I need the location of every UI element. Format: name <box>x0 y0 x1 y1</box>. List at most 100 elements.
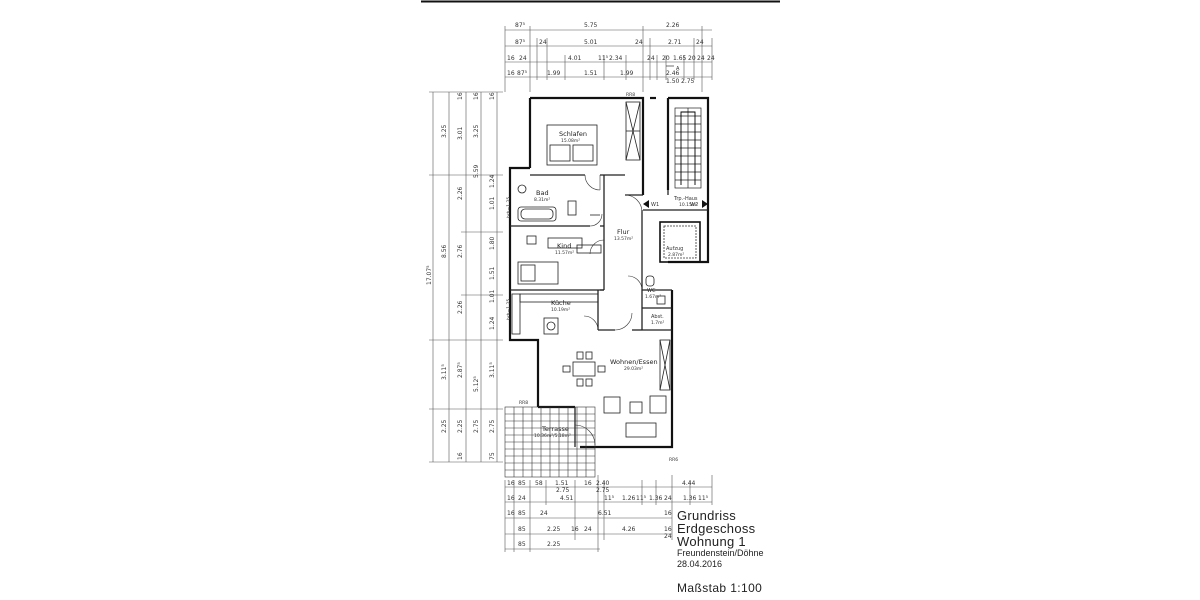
dim-top-3-a: 16 <box>507 55 515 62</box>
dim-left-2-d: 2.25 <box>441 419 448 433</box>
dim-left-4-c: 5.12⁵ <box>473 376 480 392</box>
dim-bot-1-f: 2.40 <box>596 480 610 487</box>
dining-table <box>562 351 606 387</box>
top-dimension-chains <box>504 26 713 92</box>
rr-label-3: RR8 <box>519 400 528 406</box>
dim-bot-5-d: 24 <box>584 526 592 533</box>
dim-bot-4-e: 16 <box>664 510 672 517</box>
staircase <box>674 107 702 189</box>
dim-bot-5-e: 4.26 <box>622 526 636 533</box>
title-date: 28.04.2016 <box>677 559 723 569</box>
dim-left-5-f: 1.24 <box>489 316 496 330</box>
dim-top-4-a: 16 <box>507 70 515 77</box>
dim-top-2-d: 24 <box>635 39 643 46</box>
dim-bot-5-a: 85 <box>518 526 526 533</box>
rr-label-2: RR6 <box>669 457 678 463</box>
dim-bot-3-e: 1.26 <box>622 495 636 502</box>
dim-left-5-e: 1.01 <box>489 289 496 303</box>
dim-bot-6-a: 85 <box>518 541 526 548</box>
bathtub <box>517 184 600 222</box>
room-aufzug-area: 2.87m² <box>668 252 684 258</box>
room-kueche-area: 10.19m² <box>551 307 570 313</box>
exterior-walls <box>508 96 710 449</box>
dim-left-5-j: 16 <box>489 92 496 100</box>
dim-bot-4-b: 85 <box>518 510 526 517</box>
dim-top-3-k: 24 <box>707 55 715 62</box>
room-wohnen-area: 29.03m² <box>624 366 643 372</box>
room-flur-name: Flur <box>617 228 630 236</box>
dim-bot-4-a: 16 <box>507 510 515 517</box>
dim-bot-1-a: 16 <box>507 480 515 487</box>
dim-left-4-b: 5.59 <box>473 164 480 178</box>
dim-top-1-b: 5.75 <box>584 22 598 29</box>
dim-left-5-a: 1.24 <box>489 174 496 188</box>
room-kueche-name: Küche <box>551 299 571 307</box>
brh-label-2: brh=1.25 <box>506 299 512 320</box>
w1-label: W1 <box>651 202 659 208</box>
room-kind-name: Kind <box>557 242 571 250</box>
dim-top-3-h: 1.65 <box>673 55 687 62</box>
room-trp-haus-area: 10.15m² <box>679 202 698 208</box>
dim-left-3-a: 3.01 <box>457 126 464 140</box>
dim-top-2-a: 87⁵ <box>515 39 526 46</box>
dim-bot-2-b: 2.75 <box>596 487 610 494</box>
left-dimension-texts: 17.07⁵ 3.25 8.56 3.11⁵ 2.25 3.01 2.26 2.… <box>426 92 496 460</box>
dim-left-3-b: 2.26 <box>457 186 464 200</box>
room-bad-area: 8.31m² <box>534 197 550 203</box>
dim-bot-5-c: 16 <box>571 526 579 533</box>
kids-room-furniture <box>517 235 602 285</box>
rr-label-1: RR8 <box>626 92 635 98</box>
dim-bot-1-d: 1.51 <box>555 480 569 487</box>
room-schlafen-area: 15.08m² <box>561 138 580 144</box>
dim-left-3-c: 2.76 <box>457 244 464 258</box>
dim-top-3-g: 20 <box>662 55 670 62</box>
dim-top-2-e: 2.71 <box>668 39 682 46</box>
room-schlafen-name: Schlafen <box>559 130 587 138</box>
dim-top-3-c: 4.01 <box>568 55 582 62</box>
dim-bot-2-a: 2.75 <box>556 487 570 494</box>
room-labels: Schlafen 15.08m² Bad 8.31m² Kind 11.57m²… <box>534 130 698 439</box>
door-swings <box>574 174 643 446</box>
dim-left-3-d: 2.26 <box>457 300 464 314</box>
dim-top-3-i: 20 <box>688 55 696 62</box>
room-wc-area: 1.67m² <box>645 294 661 300</box>
dim-bot-3-c: 4.51 <box>560 495 574 502</box>
wardrobe <box>625 101 641 161</box>
room-bad-name: Bad <box>536 189 549 197</box>
dim-top-4-b: 87⁵ <box>517 70 528 77</box>
dim-left-5-g: 3.11⁵ <box>489 362 496 378</box>
dim-top-4-g: 1.50 <box>666 78 680 85</box>
dim-top-3-j: 24 <box>697 55 705 62</box>
dim-left-4-e: 16 <box>473 92 480 100</box>
dim-bot-4-c: 24 <box>540 510 548 517</box>
dim-bot-1-b: 85 <box>518 480 526 487</box>
room-abst-area: 1.7m² <box>651 320 665 326</box>
wall-markers: W1 W2 <box>643 200 708 208</box>
dim-left-2-b: 8.56 <box>441 244 448 258</box>
dim-bot-3-a: 16 <box>507 495 515 502</box>
room-wc-name: WC <box>647 288 656 294</box>
dim-left-2-c: 3.11⁵ <box>441 364 448 380</box>
dim-top-3-b: 24 <box>519 55 527 62</box>
dim-bot-5-f: 16 <box>664 526 672 533</box>
dim-top-3-d: 11⁵ <box>598 55 609 62</box>
title-block: Grundriss Erdgeschoss Wohnung 1 Freunden… <box>677 509 764 595</box>
dim-left-4-d: 2.75 <box>473 419 480 433</box>
dim-left-3-f: 2.25 <box>457 419 464 433</box>
dim-bot-1-c: 58 <box>535 480 543 487</box>
dim-left-5-d: 1.51 <box>489 266 496 280</box>
wc-fixtures <box>645 275 666 305</box>
dim-bot-3-d: 11⁵ <box>604 495 615 502</box>
dim-top-2-b: 24 <box>539 39 547 46</box>
w2-label: W2 <box>690 202 698 208</box>
elevator-shaft <box>659 221 701 263</box>
dim-top-2-f: 24 <box>696 39 704 46</box>
dim-top-4-c: 1.99 <box>547 70 561 77</box>
dim-bot-3-i: 1.36 <box>683 495 697 502</box>
room-abst-name: Abst. <box>651 314 664 320</box>
dim-top-4-d: 1.51 <box>584 70 598 77</box>
room-terrasse-area: 10.36m²/5.18m² <box>534 433 571 439</box>
dim-top-1-a: 87⁵ <box>515 22 526 29</box>
dim-bot-5-g: 24 <box>664 533 672 540</box>
